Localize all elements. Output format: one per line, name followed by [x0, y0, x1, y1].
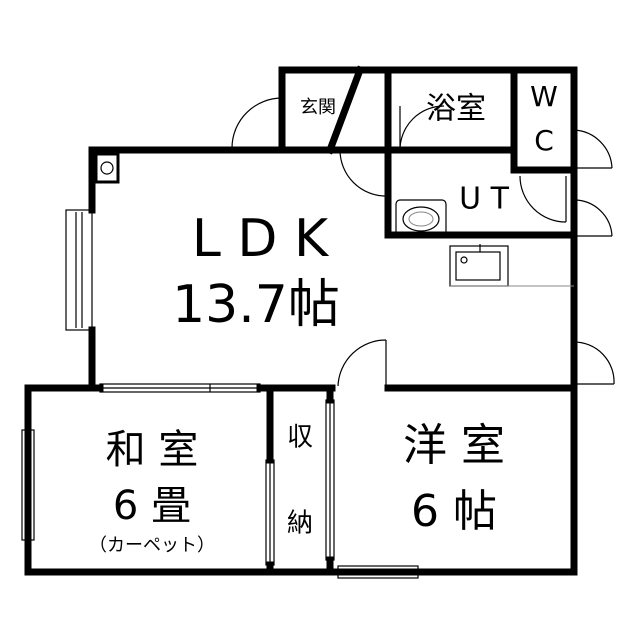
windows: [21, 209, 419, 579]
bathroom-label: 浴室: [426, 92, 486, 127]
washitsu-name-label: 和 室: [106, 427, 199, 473]
toilet-label-w: W: [530, 80, 558, 113]
doors: [231, 97, 615, 387]
youshitsu-size-label: 6 帖: [411, 486, 497, 537]
youshitsu-name-label: 洋 室: [403, 420, 505, 471]
washitsu-size-label: 6 畳: [113, 483, 191, 529]
utility-label: U T: [459, 182, 509, 217]
walls: [24, 65, 578, 576]
storage-label-2: 納: [287, 509, 313, 539]
room-labels: 玄関 浴室 W C U T L D K 13.7帖 和 室 6 畳 （カーペット…: [89, 80, 558, 556]
washitsu-note-label: （カーペット）: [89, 535, 215, 556]
fixtures: [94, 152, 574, 287]
entrance-label: 玄関: [300, 97, 336, 118]
toilet-label-c: C: [534, 124, 554, 157]
storage-label-1: 収: [287, 423, 313, 453]
ldk-name-label: L D K: [192, 209, 330, 269]
ldk-size-label: 13.7帖: [172, 275, 340, 335]
